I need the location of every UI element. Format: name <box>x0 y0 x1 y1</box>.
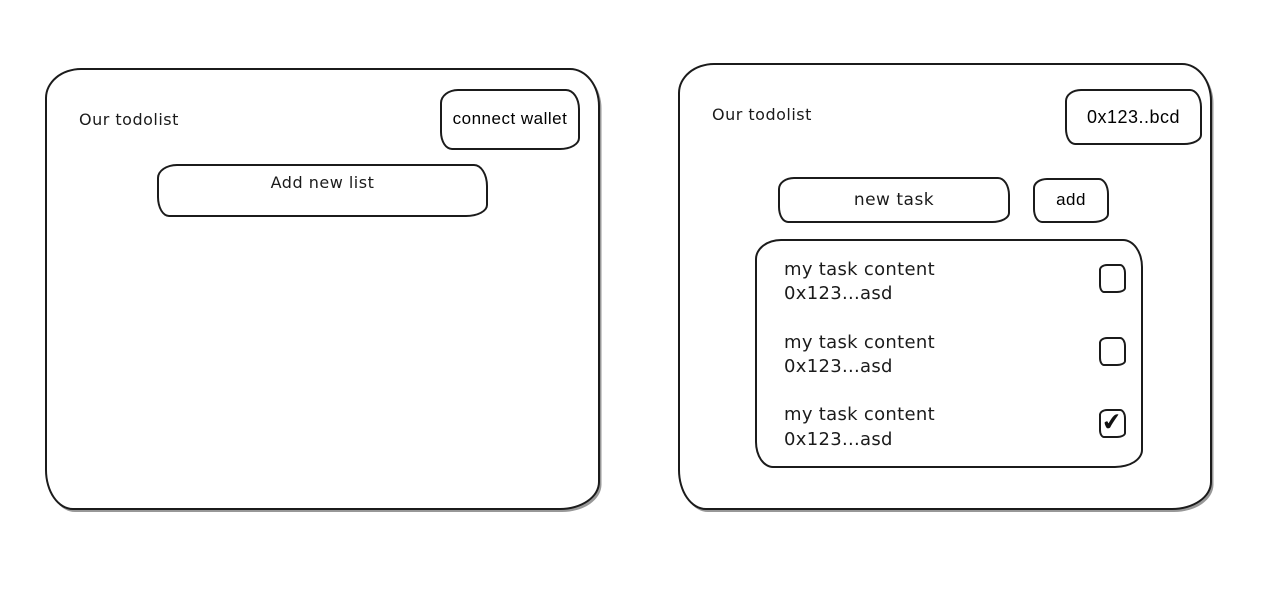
task-row: my task content 0x123...asd <box>784 331 1126 380</box>
task-content: my task content <box>784 404 935 426</box>
task-checkbox-unchecked[interactable] <box>1099 336 1126 366</box>
task-list: my task content 0x123...asd my task cont… <box>755 239 1143 468</box>
todolist-panel-connected: Our todolist 0x123..bcd add my task cont… <box>678 63 1212 510</box>
task-address: 0x123...asd <box>784 283 893 305</box>
task-checkbox-checked[interactable]: ✔ <box>1099 406 1126 439</box>
app-title: Our todolist <box>79 110 179 129</box>
task-content: my task content <box>784 259 935 280</box>
task-address: 0x123...asd <box>784 356 893 377</box>
task-text: my task content 0x123...asd <box>784 403 935 452</box>
task-row: my task content 0x123...asd ✔ <box>784 403 1126 452</box>
task-checkbox-unchecked[interactable] <box>1099 264 1126 293</box>
app-title: Our todolist <box>712 105 812 124</box>
check-icon: ✔ <box>1100 406 1124 437</box>
add-new-list-input[interactable] <box>157 164 488 217</box>
task-text: my task content 0x123...asd <box>784 258 935 307</box>
task-content: my task content <box>784 331 935 353</box>
task-row: my task content 0x123...asd <box>784 258 1126 307</box>
task-text: my task content 0x123...asd <box>784 331 935 380</box>
connect-wallet-button[interactable]: connect wallet <box>440 89 580 150</box>
task-address: 0x123...asd <box>784 428 893 450</box>
add-task-button[interactable]: add <box>1033 178 1109 223</box>
todolist-panel-disconnected: Our todolist connect wallet <box>45 68 600 510</box>
new-task-input[interactable] <box>778 177 1010 223</box>
wallet-address-button[interactable]: 0x123..bcd <box>1065 89 1202 145</box>
